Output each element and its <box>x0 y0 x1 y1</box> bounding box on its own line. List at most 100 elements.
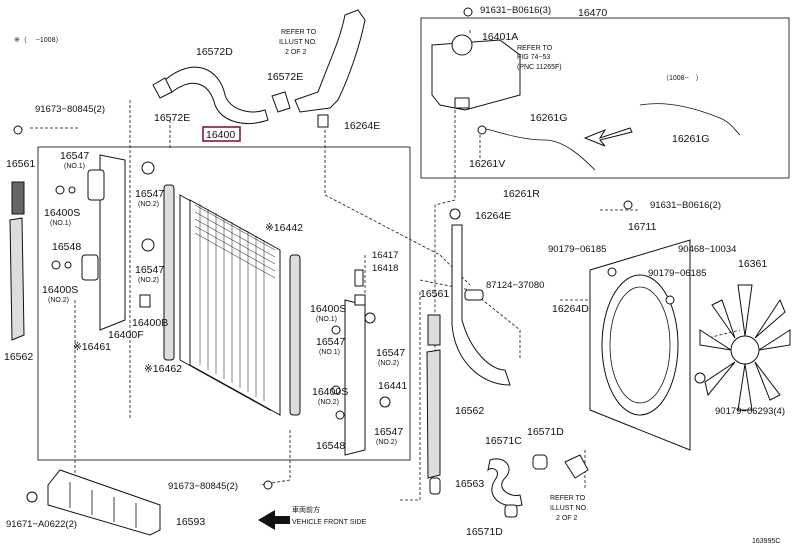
clamp-16571D-a <box>532 454 548 470</box>
label-16441: 16441 <box>378 380 407 392</box>
label-16264E-a: 16264E <box>344 120 380 132</box>
label-91673-b: 91673−80845(2) <box>168 481 238 492</box>
label-16261R: 16261R <box>503 188 540 200</box>
label-16261V: 16261V <box>469 158 505 170</box>
label-90179-a: 90179−06185 <box>548 244 606 255</box>
label-16417: 16417 <box>372 250 398 261</box>
label-16264D: 16264D <box>552 303 589 315</box>
arrow-indicator <box>583 127 633 147</box>
hose-16261G-alt[interactable] <box>639 103 741 136</box>
label-16400S-a: 16400S <box>44 207 80 219</box>
label-16401A: 16401A <box>482 31 518 43</box>
radiator-core[interactable] <box>163 184 301 416</box>
page-ref: 163995C <box>752 538 780 545</box>
lower-support-16593[interactable] <box>47 469 161 536</box>
seal-16561-left <box>11 181 25 215</box>
fan-shroud-16711[interactable] <box>589 200 691 451</box>
label-16571C: 16571C <box>485 435 522 447</box>
bolt-91671 <box>26 491 38 503</box>
label-91673-a: 91673−80845(2) <box>35 104 105 115</box>
reserve-tank-16470[interactable] <box>431 7 521 111</box>
bolt-91673-bottom <box>263 480 273 490</box>
hose-16261G-main[interactable] <box>481 127 596 171</box>
clamp-16572E-right <box>271 91 291 113</box>
label-16593: 16593 <box>176 516 205 528</box>
label-16547-a: 16547 <box>60 150 89 162</box>
label-16548-b: 16548 <box>316 440 345 452</box>
fan-16361[interactable] <box>694 284 791 411</box>
label-16400: 16400 <box>206 129 235 141</box>
label-16261G-a: 16261G <box>530 112 567 124</box>
label-90468: 90468−10034 <box>678 244 736 255</box>
clamp-16572E-left <box>152 77 173 99</box>
refer1-c: 2 OF 2 <box>285 49 307 56</box>
seal-16563 <box>429 477 441 495</box>
right-radiator-tank[interactable] <box>344 269 391 456</box>
label-16547-d: 16547 <box>316 336 345 348</box>
reserve-tank-box <box>420 17 790 179</box>
refer2-a: REFER TO <box>517 45 553 52</box>
label-91631-b: 91631−B0616(2) <box>650 200 721 211</box>
label-16400B: 16400B <box>132 317 168 329</box>
hose-16572D[interactable] <box>164 66 269 124</box>
label-16547-c: 16547 <box>135 264 164 276</box>
label-16361: 16361 <box>738 258 767 270</box>
seal-16562-right <box>426 349 441 479</box>
hose-16571C[interactable] <box>487 458 523 507</box>
label-16264E-b: 16264E <box>475 210 511 222</box>
label-16711: 16711 <box>628 221 657 233</box>
water-outlet-pipe[interactable] <box>294 9 366 113</box>
refer2-c: (PNC 11265F) <box>517 64 562 71</box>
label-16400S-d-sub: (NO.2) <box>318 399 339 406</box>
radiator-assembly-box <box>37 146 411 461</box>
label-16400S-b-sub: (NO.2) <box>48 297 69 304</box>
label-91671: 91671−A0622(2) <box>6 519 77 530</box>
label-16461: ※16461 <box>73 341 111 353</box>
label-91631-a: 91631−B0616(3) <box>480 5 551 16</box>
label-16572D: 16572D <box>196 46 233 58</box>
highlight-16400 <box>202 126 241 142</box>
labels: ※（ −1008） 16572D 16572E 16572E REFER TO … <box>4 5 785 545</box>
label-16547-d-sub: (NO.1) <box>319 349 340 356</box>
label-16261G-b: 16261G <box>672 133 709 145</box>
seal-16561-right <box>427 314 441 346</box>
label-16561-b: 16561 <box>420 288 449 300</box>
clip-16261V <box>477 125 487 135</box>
label-16562-b: 16562 <box>455 405 484 417</box>
bolt-16264E-top <box>317 114 329 128</box>
label-16400S-b: 16400S <box>42 284 78 296</box>
label-90179-c: 90179−06293(4) <box>715 406 785 417</box>
label-16547-f: 16547 <box>374 426 403 438</box>
label-16572E-a: 16572E <box>154 112 190 124</box>
label-16547-e: 16547 <box>376 347 405 359</box>
label-16547-e-sub: (NO.2) <box>378 360 399 367</box>
label-16547-f-sub: (NO.2) <box>376 439 397 446</box>
label-16400F: 16400F <box>108 329 144 341</box>
label-87124: 87124−37080 <box>486 280 544 291</box>
seal-16562-left <box>9 217 25 341</box>
label-16571D: 16571D <box>527 426 564 438</box>
refer2-b: FIG 74−53 <box>517 54 550 61</box>
refer3-b: ILLUST NO. <box>550 505 588 512</box>
label-16562-a: 16562 <box>4 351 33 363</box>
refer1-b: ILLUST NO. <box>279 39 317 46</box>
clip-16264E <box>449 208 461 220</box>
refer1-a: REFER TO <box>281 29 317 36</box>
drain-cock <box>564 454 589 479</box>
bolt-91673-top <box>13 125 23 135</box>
label-16548-a: 16548 <box>52 241 81 253</box>
label-16400S-d: 16400S <box>312 386 348 398</box>
label-16563: 16563 <box>455 478 484 490</box>
label-16547-a-sub: (NO.1) <box>64 163 85 170</box>
clamp-87124 <box>464 289 484 301</box>
front-en: VEHICLE FRONT SIDE <box>292 519 366 526</box>
clamp-16571D-b <box>504 504 518 518</box>
paren-1008: （1008− ） <box>662 74 703 82</box>
label-16571D-b: 16571D <box>466 526 503 538</box>
refer3-c: 2 OF 2 <box>556 515 578 522</box>
label-16470: 16470 <box>578 7 607 19</box>
vehicle-front-arrow <box>258 510 290 530</box>
left-radiator-tank[interactable] <box>81 154 155 331</box>
hose-16264D[interactable] <box>451 224 511 386</box>
